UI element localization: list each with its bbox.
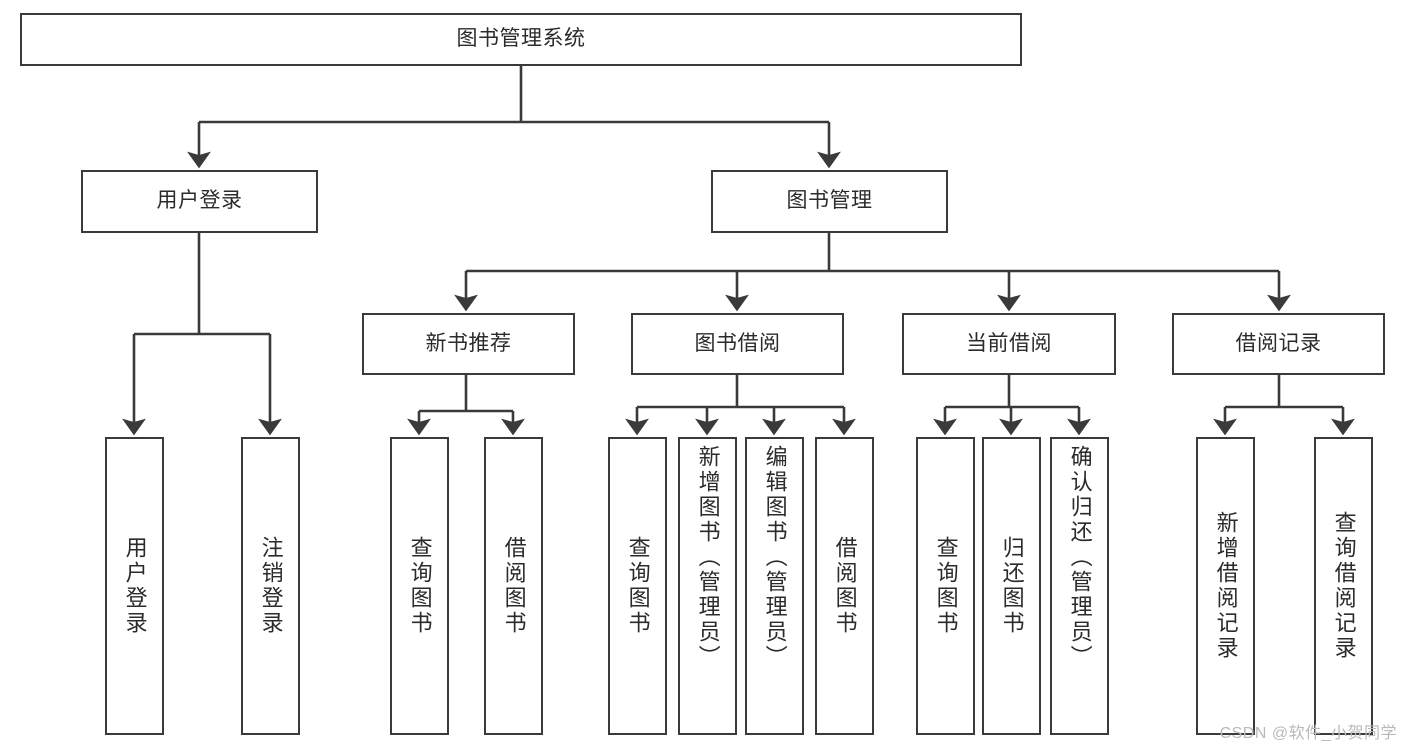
node-label: 借阅记录 xyxy=(1235,331,1322,355)
node-label: 新增借阅记录 xyxy=(1213,511,1239,661)
node-book-borrow[interactable]: 图书借阅 xyxy=(631,313,844,375)
node-label: 图书管理 xyxy=(786,189,873,213)
node-label: 用户登录 xyxy=(122,536,148,636)
node-new-book-recommend[interactable]: 新书推荐 xyxy=(362,313,575,375)
node-label: 图书管理系统 xyxy=(456,27,586,51)
leaf-borrow-book[interactable]: 借阅图书 xyxy=(815,437,874,735)
node-label: 用户登录 xyxy=(156,189,243,213)
node-book-management[interactable]: 图书管理 xyxy=(711,170,948,233)
node-current-borrow[interactable]: 当前借阅 xyxy=(902,313,1116,375)
node-label: 新增图书（管理员） xyxy=(695,445,721,670)
node-user-login[interactable]: 用户登录 xyxy=(81,170,318,233)
leaf-query-book-borrow[interactable]: 查询图书 xyxy=(608,437,667,735)
node-label: 新书推荐 xyxy=(425,331,512,355)
node-borrow-records[interactable]: 借阅记录 xyxy=(1172,313,1385,375)
node-label: 查询借阅记录 xyxy=(1331,511,1357,661)
node-label: 编辑图书（管理员） xyxy=(762,445,788,670)
leaf-edit-book-admin[interactable]: 编辑图书（管理员） xyxy=(745,437,804,735)
leaf-query-borrow-record[interactable]: 查询借阅记录 xyxy=(1314,437,1373,735)
leaf-query-book-current[interactable]: 查询图书 xyxy=(916,437,975,735)
node-label: 图书借阅 xyxy=(694,331,781,355)
node-root-book-management-system[interactable]: 图书管理系统 xyxy=(20,13,1022,66)
leaf-add-book-admin[interactable]: 新增图书（管理员） xyxy=(678,437,737,735)
leaf-user-login[interactable]: 用户登录 xyxy=(105,437,164,735)
node-label: 当前借阅 xyxy=(966,331,1052,355)
leaf-logout[interactable]: 注销登录 xyxy=(241,437,300,735)
node-label: 查询图书 xyxy=(407,536,433,636)
node-label: 借阅图书 xyxy=(501,536,527,636)
node-label: 归还图书 xyxy=(999,536,1025,636)
leaf-borrow-book-recommend[interactable]: 借阅图书 xyxy=(484,437,543,735)
leaf-query-book-recommend[interactable]: 查询图书 xyxy=(390,437,449,735)
node-label: 查询图书 xyxy=(625,536,651,636)
leaf-add-borrow-record[interactable]: 新增借阅记录 xyxy=(1196,437,1255,735)
leaf-confirm-return-admin[interactable]: 确认归还（管理员） xyxy=(1050,437,1109,735)
node-label: 查询图书 xyxy=(933,536,959,636)
node-label: 确认归还（管理员） xyxy=(1067,445,1093,670)
leaf-return-book[interactable]: 归还图书 xyxy=(982,437,1041,735)
watermark: CSDN @软件_小贺同学 xyxy=(1219,725,1397,742)
node-label: 借阅图书 xyxy=(832,536,858,636)
node-label: 注销登录 xyxy=(258,536,284,636)
